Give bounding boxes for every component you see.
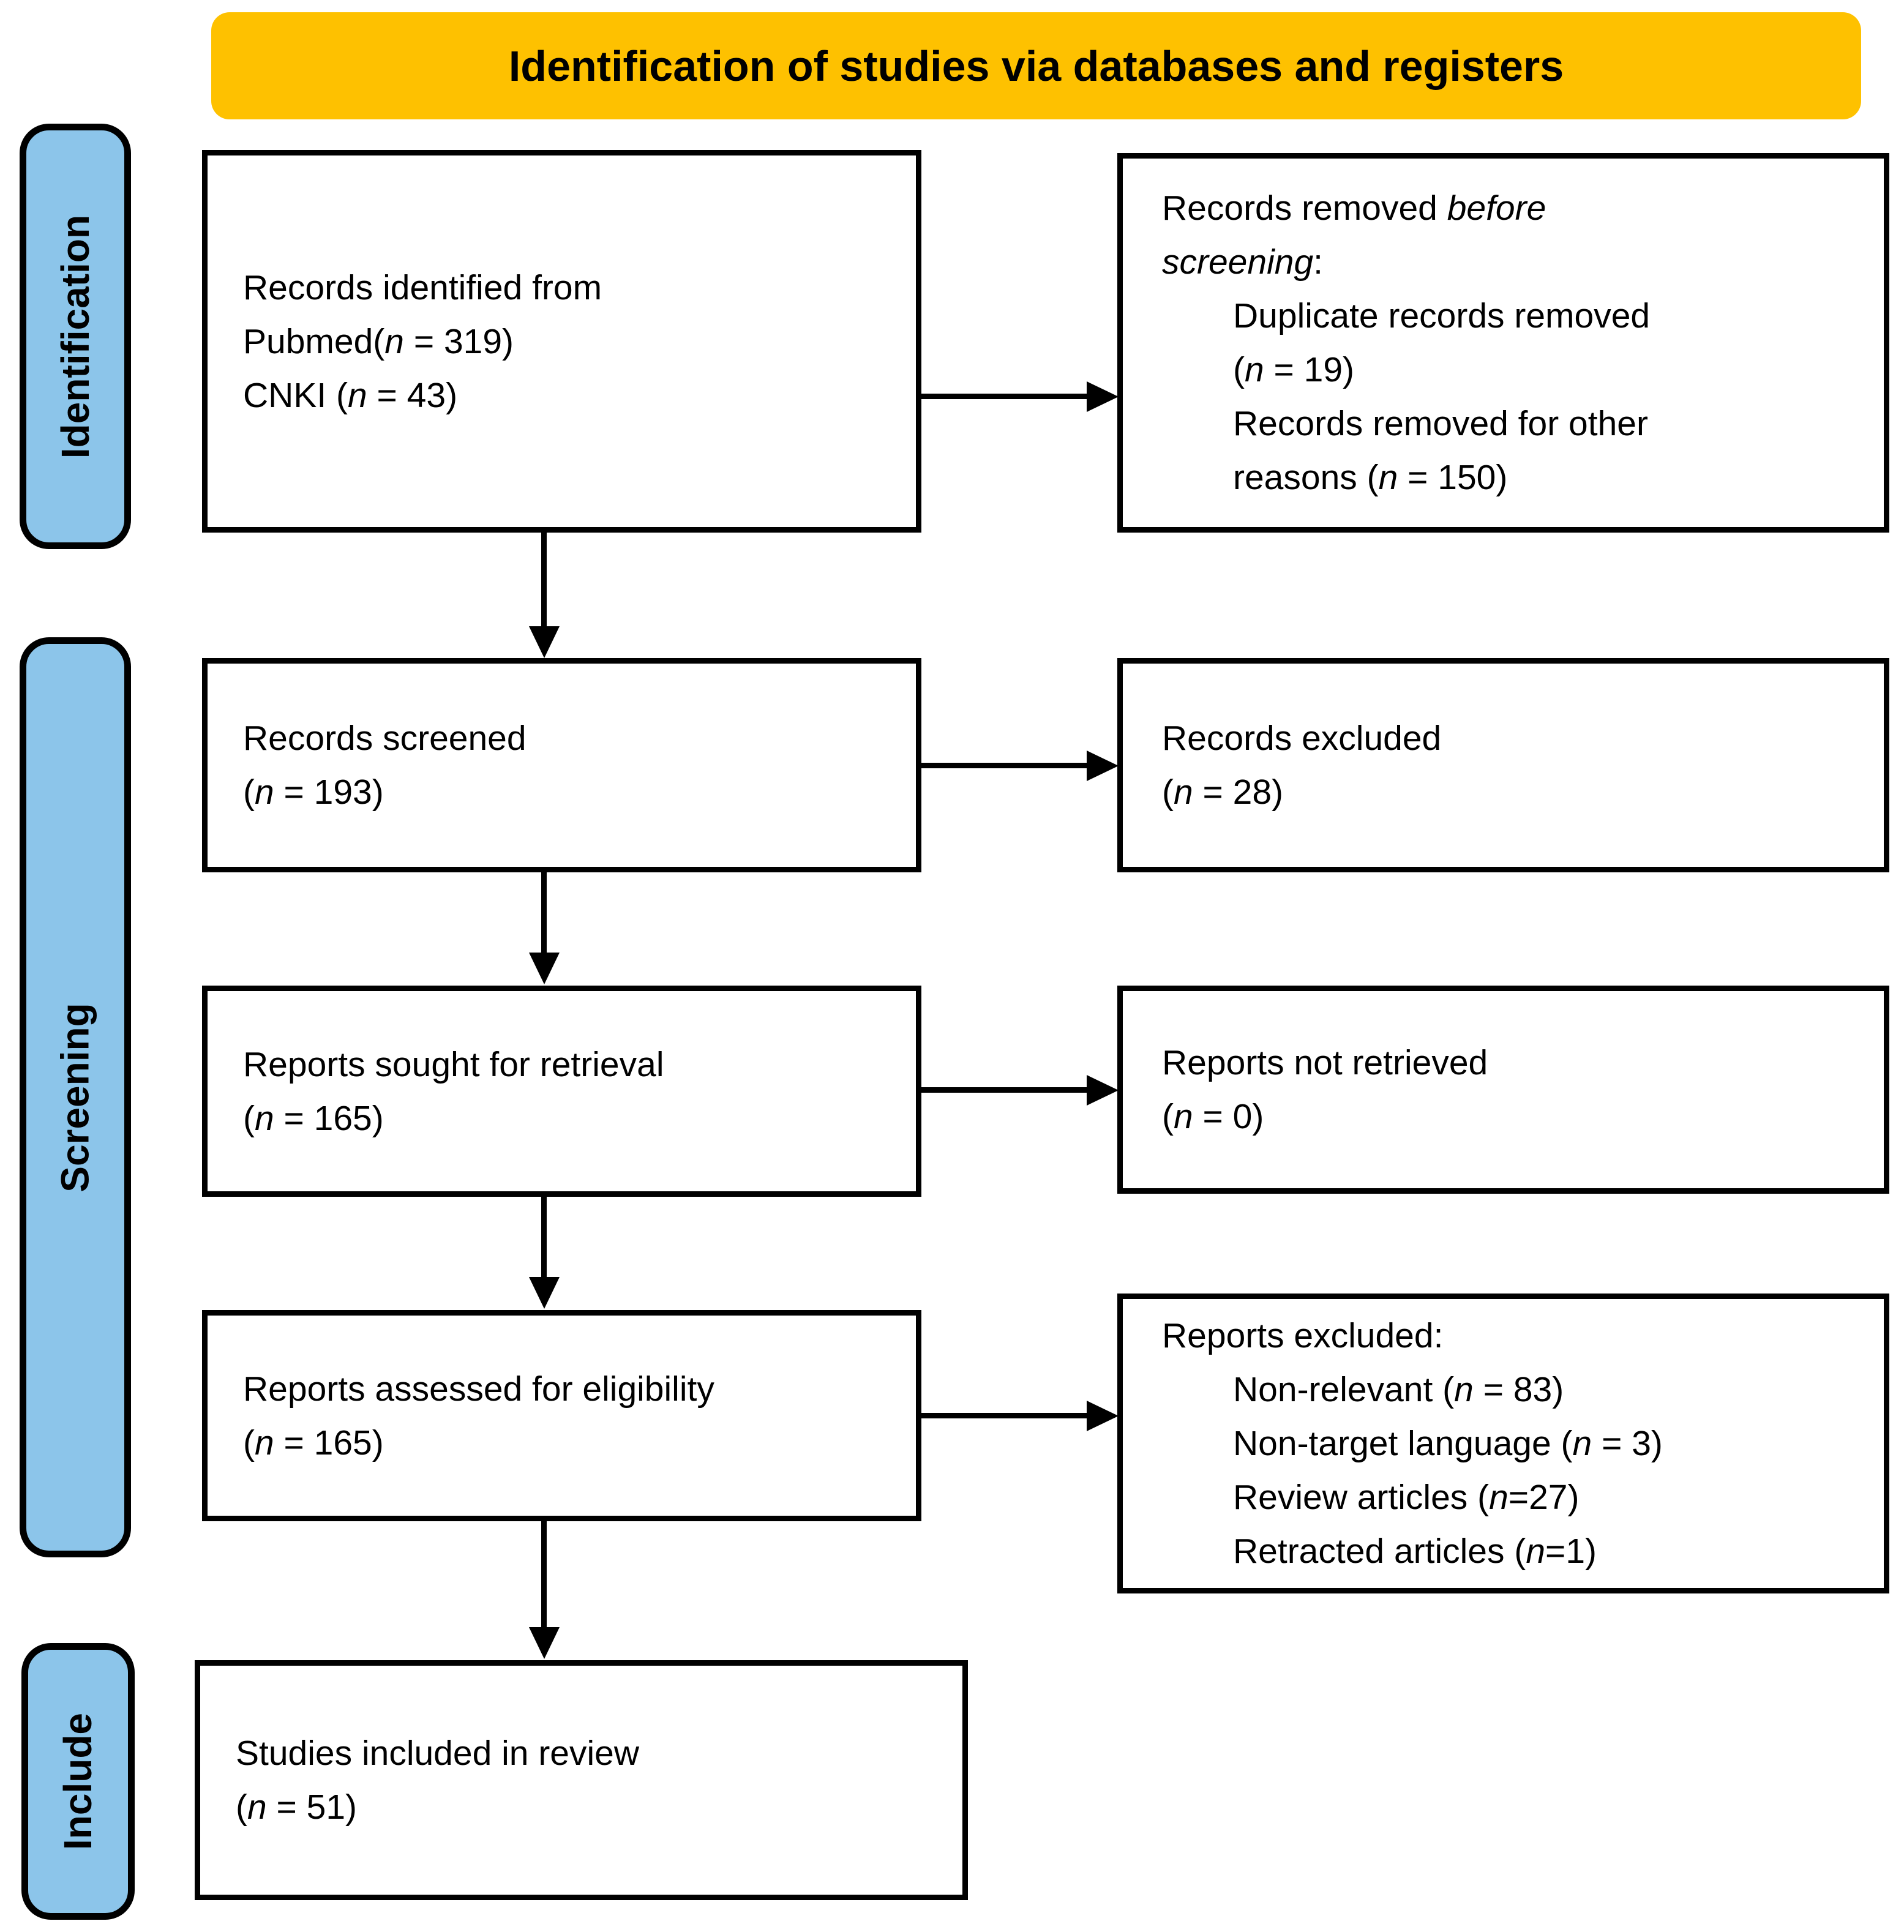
box-reports-sought: Reports sought for retrieval (n = 165): [202, 986, 921, 1197]
stage-label-text: Identification: [53, 214, 97, 459]
box-records-excluded: Records excluded (n = 28): [1117, 658, 1889, 872]
box-line: (n = 51): [236, 1788, 358, 1827]
box-line: Review articles (n=27): [1233, 1478, 1580, 1517]
box-records-screened: Records screened (n = 193): [202, 658, 921, 872]
arrow-sought-to-notretrieved-icon: [921, 1087, 1088, 1093]
arrow-screened-to-excluded-icon: [921, 763, 1088, 768]
box-records-identified: Records identified from Pubmed(n = 319) …: [202, 150, 921, 533]
box-line: Reports excluded:: [1162, 1316, 1444, 1355]
box-line: reasons (n = 150): [1233, 458, 1508, 497]
box-line: (n = 0): [1162, 1097, 1264, 1136]
stage-label-identification: Identification: [20, 124, 131, 549]
banner-title: Identification of studies via databases …: [211, 12, 1861, 119]
box-line: Non-target language (n = 3): [1233, 1424, 1663, 1463]
arrow-identified-to-screened-icon: [541, 533, 547, 627]
box-line: screening:: [1162, 242, 1323, 282]
box-line: (n = 165): [243, 1423, 384, 1462]
box-line: Reports not retrieved: [1162, 1043, 1488, 1082]
stage-label-include: Include: [21, 1643, 135, 1920]
box-line: (n = 28): [1162, 773, 1284, 812]
arrow-identified-to-removed-icon: [921, 394, 1088, 399]
box-line: Reports sought for retrieval: [243, 1044, 664, 1084]
box-line: Reports assessed for eligibility: [243, 1369, 714, 1409]
box-line: (n = 165): [243, 1098, 384, 1138]
box-reports-excluded: Reports excluded: Non-relevant (n = 83) …: [1117, 1294, 1889, 1593]
box-line: Records identified from: [243, 268, 602, 307]
arrow-assessed-to-included-icon: [541, 1521, 547, 1628]
box-line: (n = 19): [1233, 350, 1355, 389]
arrow-screened-to-sought-icon: [541, 872, 547, 954]
box-line: Records removed for other: [1233, 404, 1648, 443]
box-line: Duplicate records removed: [1233, 296, 1651, 335]
box-records-removed-before-screening: Records removed before screening: Duplic…: [1117, 153, 1889, 533]
box-studies-included: Studies included in review (n = 51): [195, 1660, 968, 1900]
box-reports-assessed: Reports assessed for eligibility (n = 16…: [202, 1310, 921, 1521]
stage-label-text: Screening: [53, 1002, 97, 1193]
stage-label-text: Include: [56, 1712, 100, 1851]
box-line: Pubmed(n = 319): [243, 321, 514, 361]
stage-label-screening: Screening: [20, 637, 131, 1557]
box-line: Retracted articles (n=1): [1233, 1532, 1597, 1571]
arrow-sought-to-assessed-icon: [541, 1197, 547, 1278]
box-line: Studies included in review: [236, 1734, 640, 1773]
box-line: (n = 193): [243, 773, 384, 812]
box-line: Records removed before: [1162, 189, 1546, 228]
box-reports-not-retrieved: Reports not retrieved (n = 0): [1117, 986, 1889, 1194]
box-line: Non-relevant (n = 83): [1233, 1370, 1564, 1409]
box-line: Records excluded: [1162, 719, 1442, 758]
arrow-assessed-to-excluded-icon: [921, 1413, 1088, 1418]
box-line: CNKI (n = 43): [243, 375, 458, 415]
box-line: Records screened: [243, 719, 527, 758]
